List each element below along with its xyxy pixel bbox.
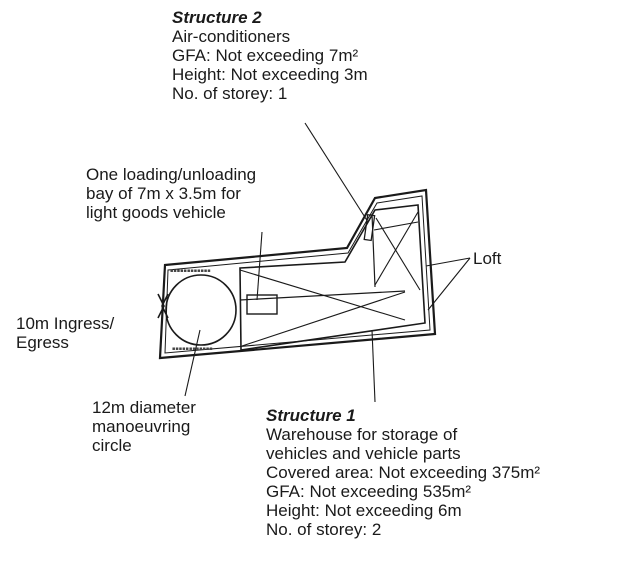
leader-loft-2 bbox=[427, 257, 471, 311]
structure-2-line: Height: Not exceeding 3m bbox=[172, 65, 368, 84]
leader-structure-2 bbox=[304, 122, 369, 223]
loft-label: Loft bbox=[473, 249, 501, 268]
site-label-top: ▪▪▪▪▪▪▪▪▪▪▪▪ bbox=[170, 268, 211, 274]
loft-cross-5 bbox=[375, 217, 421, 291]
structure-2-line: Air-conditioners bbox=[172, 27, 291, 46]
leader-loft-1 bbox=[425, 257, 471, 267]
structure-1-label: Structure 1 Warehouse for storage of veh… bbox=[266, 406, 540, 539]
site-boundary-inner bbox=[164, 195, 431, 354]
loft-text: Loft bbox=[473, 249, 502, 268]
loading-bay-line: One loading/unloading bbox=[86, 165, 257, 184]
loft-cross-4 bbox=[374, 211, 419, 286]
loft-cross-2 bbox=[241, 291, 406, 347]
loading-bay-label: One loading/unloading bay of 7m x 3.5m f… bbox=[86, 165, 256, 222]
manoeuvring-line: manoeuvring bbox=[92, 417, 191, 436]
structure-2-label: Structure 2 Air-conditioners GFA: Not ex… bbox=[172, 8, 368, 103]
manoeuvring-line: 12m diameter bbox=[92, 398, 196, 417]
leader-manoeuvring bbox=[184, 329, 201, 397]
structure-1-line: vehicles and vehicle parts bbox=[266, 444, 461, 463]
leader-structure-1 bbox=[371, 329, 376, 403]
structure-1-line: Covered area: Not exceeding 375m² bbox=[266, 463, 541, 482]
site-boundary bbox=[158, 188, 437, 360]
structure-1-line: GFA: Not exceeding 535m² bbox=[266, 482, 472, 501]
structure-2-line: GFA: Not exceeding 7m² bbox=[172, 46, 359, 65]
ingress-marker bbox=[157, 293, 169, 319]
manoeuvring-circle bbox=[165, 274, 237, 346]
structure-1-outline bbox=[239, 204, 426, 351]
loading-bay-line: bay of 7m x 3.5m for bbox=[86, 184, 241, 203]
manoeuvring-label: 12m diameter manoeuvring circle bbox=[92, 398, 196, 455]
structure-1-title: Structure 1 bbox=[266, 406, 356, 425]
manoeuvring-line: circle bbox=[92, 436, 132, 455]
structure-1-line: Warehouse for storage of bbox=[266, 425, 458, 444]
structure-2-title: Structure 2 bbox=[172, 8, 262, 27]
structure-1-line: Height: Not exceeding 6m bbox=[266, 501, 462, 520]
site-label-bottom: ▪▪▪▪▪▪▪▪▪▪▪▪ bbox=[172, 346, 213, 352]
leader-loading-bay bbox=[256, 231, 263, 301]
structure-2-unit bbox=[363, 213, 376, 242]
loading-bay-line: light goods vehicle bbox=[86, 203, 226, 222]
loading-bay bbox=[246, 294, 278, 315]
structure-1-line: No. of storey: 2 bbox=[266, 520, 382, 539]
structure-1-divider-2 bbox=[371, 213, 376, 288]
structure-2-line: No. of storey: 1 bbox=[172, 84, 288, 103]
loft-cross-3 bbox=[373, 221, 419, 231]
ingress-line: Egress bbox=[16, 333, 69, 352]
ingress-label: 10m Ingress/ Egress bbox=[16, 314, 114, 352]
ingress-line: 10m Ingress/ bbox=[16, 314, 115, 333]
loft-cross-1 bbox=[239, 269, 406, 321]
